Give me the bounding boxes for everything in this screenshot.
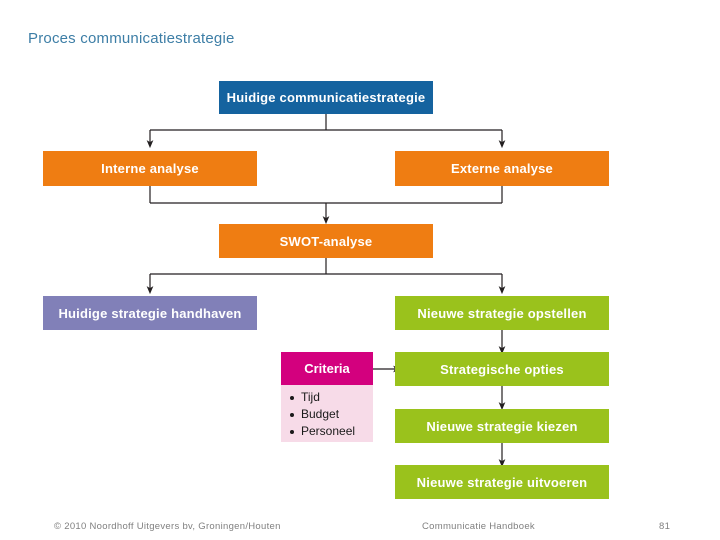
criteria-group: Criteria Tijd Budget Personeel <box>281 352 373 442</box>
node-interne-analyse[interactable]: Interne analyse <box>43 151 257 186</box>
criteria-list: Tijd Budget Personeel <box>281 386 393 440</box>
footer-book-title: Communicatie Handboek <box>422 521 535 532</box>
node-huidige-strategie-handhaven[interactable]: Huidige strategie handhaven <box>43 296 257 330</box>
node-nieuwe-strategie-opstellen[interactable]: Nieuwe strategie opstellen <box>395 296 609 330</box>
node-huidige-communicatiestrategie[interactable]: Huidige communicatiestrategie <box>219 81 433 114</box>
node-swot-analyse[interactable]: SWOT-analyse <box>219 224 433 258</box>
node-strategische-opties[interactable]: Strategische opties <box>395 352 609 386</box>
node-nieuwe-strategie-uitvoeren[interactable]: Nieuwe strategie uitvoeren <box>395 465 609 499</box>
footer-copyright: © 2010 Noordhoff Uitgevers bv, Groningen… <box>54 521 281 532</box>
criteria-item-tijd: Tijd <box>290 389 393 406</box>
criteria-item-budget: Budget <box>290 406 393 423</box>
node-nieuwe-strategie-kiezen[interactable]: Nieuwe strategie kiezen <box>395 409 609 443</box>
page-title: Proces communicatiestrategie <box>28 30 235 47</box>
footer-page-number: 81 <box>659 521 671 532</box>
criteria-list-background <box>281 385 373 442</box>
criteria-item-personeel: Personeel <box>290 423 393 440</box>
criteria-header[interactable]: Criteria <box>281 352 373 385</box>
node-externe-analyse[interactable]: Externe analyse <box>395 151 609 186</box>
